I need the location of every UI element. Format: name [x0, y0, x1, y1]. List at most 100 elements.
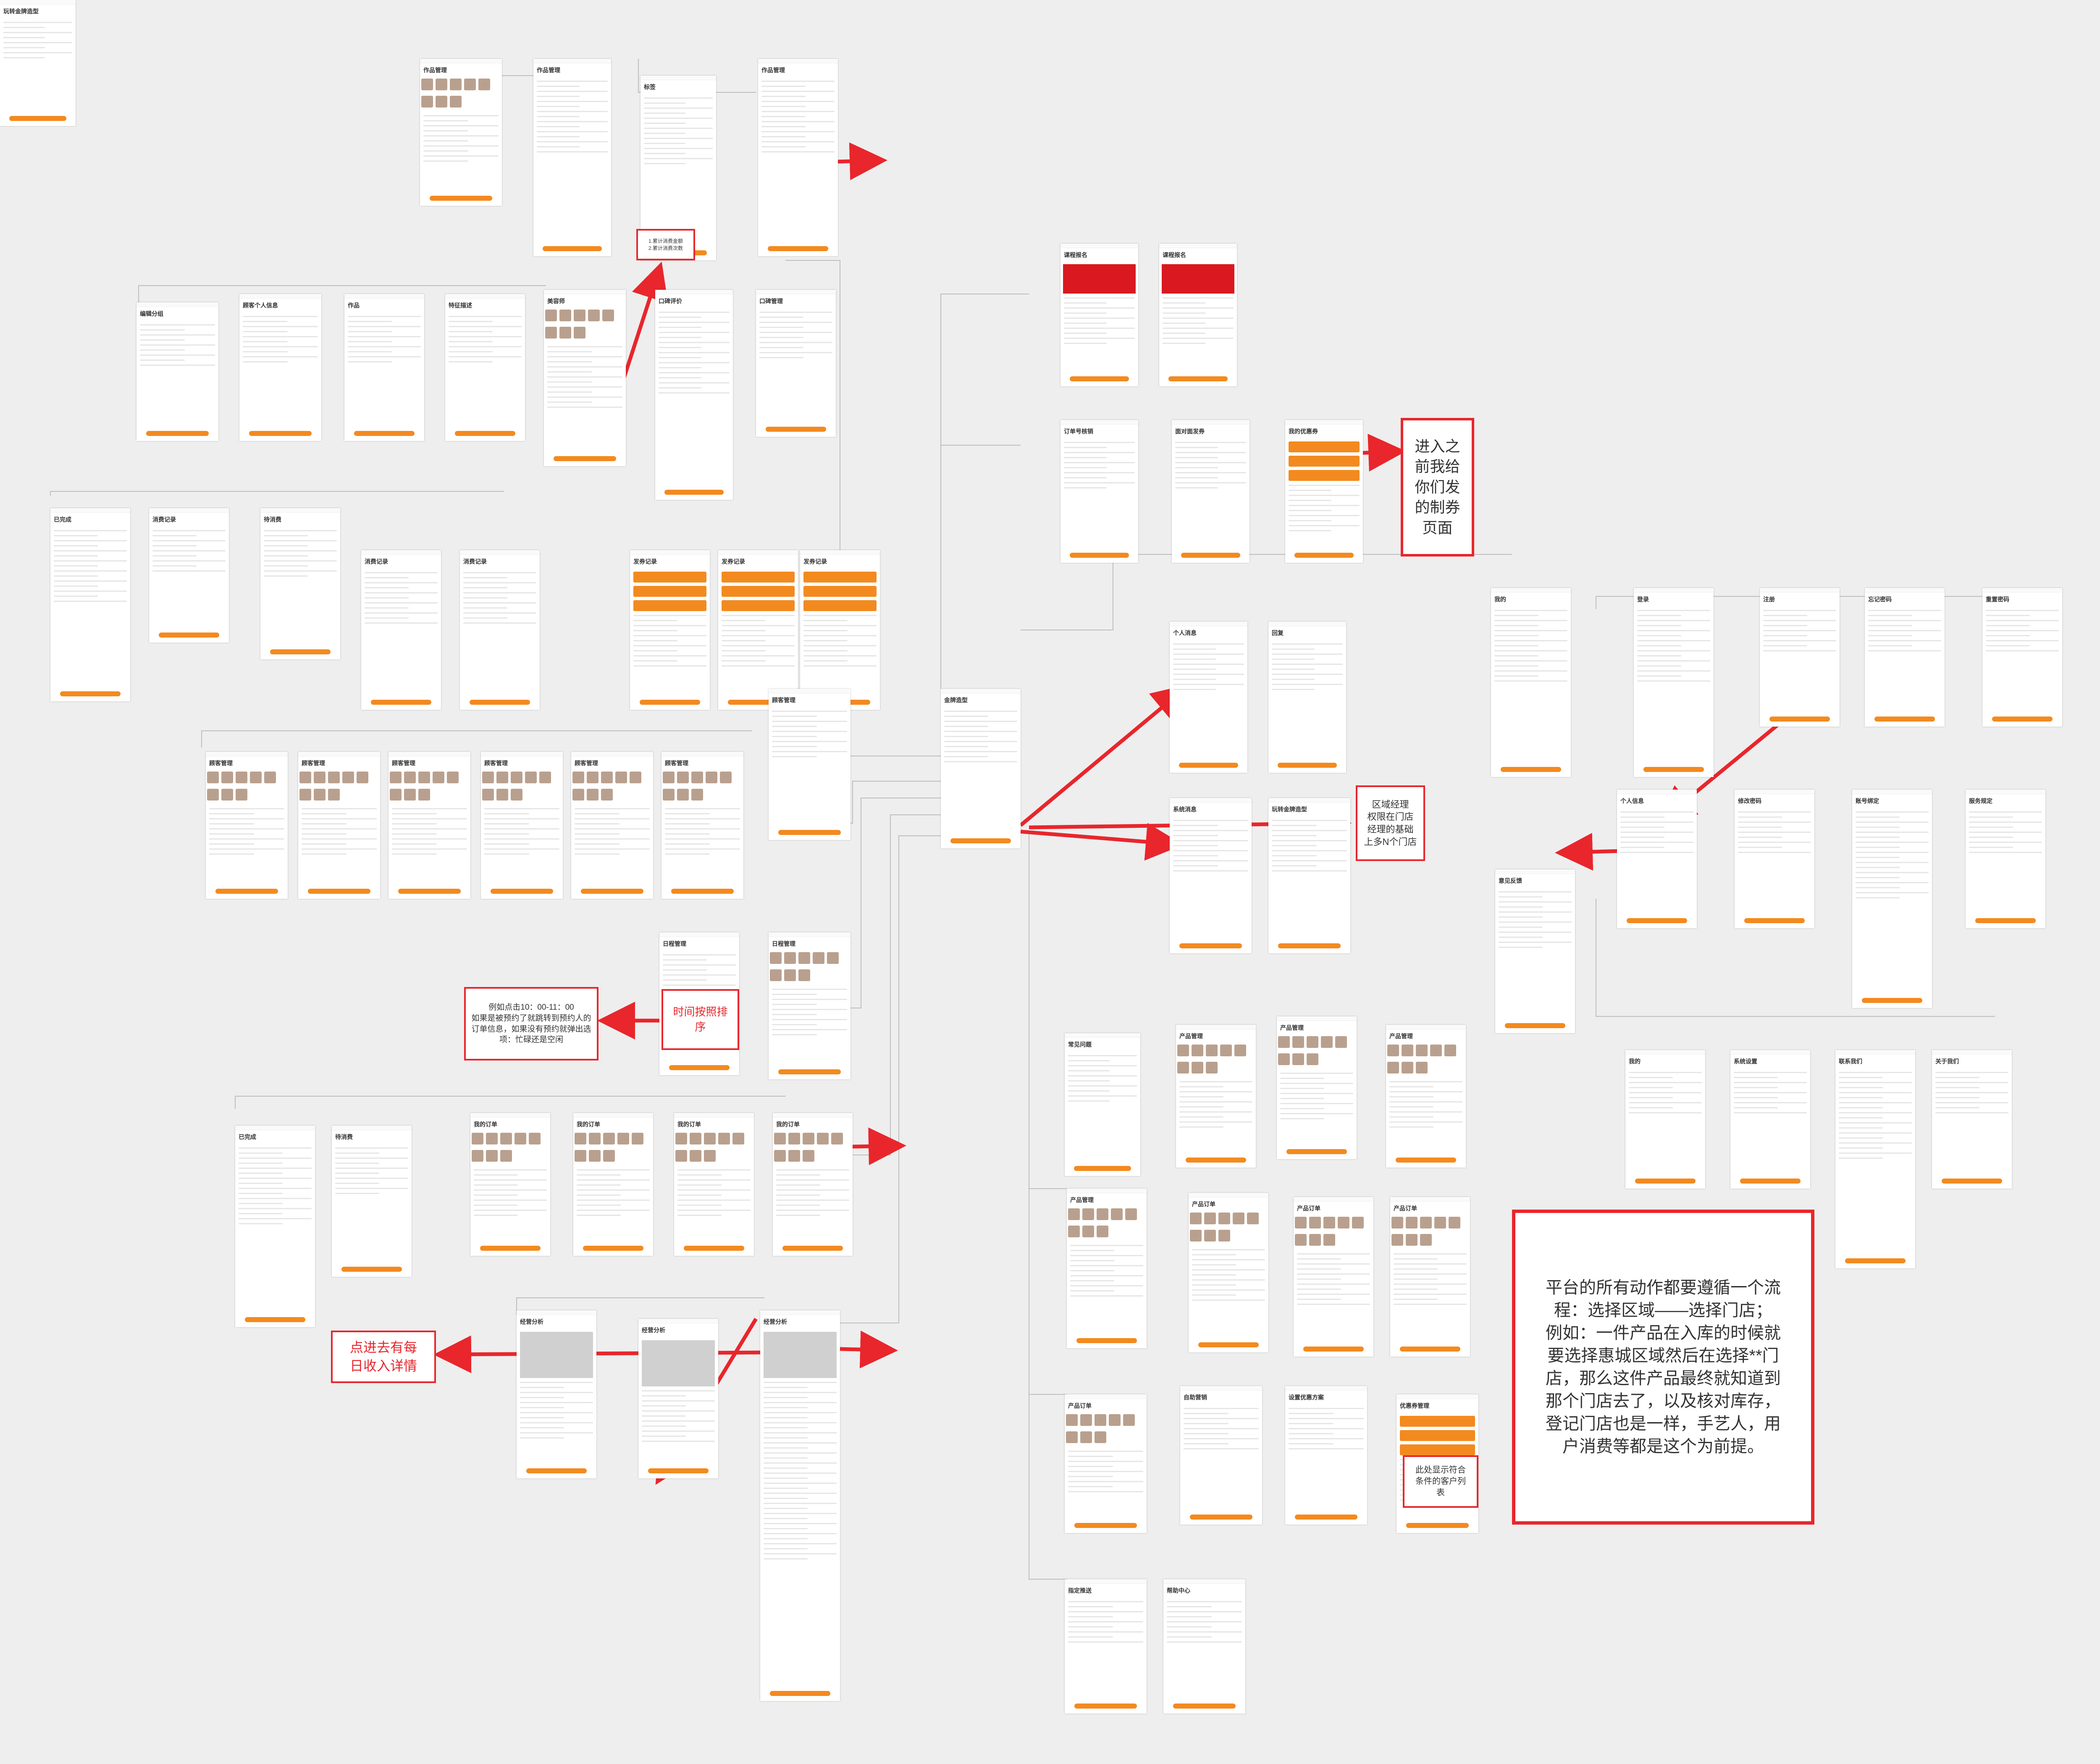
thumbnail[interactable]	[1416, 1045, 1428, 1056]
primary-button[interactable]	[554, 456, 616, 461]
thumbnail[interactable]	[589, 1150, 601, 1162]
thumbnail[interactable]	[1111, 1208, 1123, 1220]
thumbnail[interactable]	[677, 772, 689, 783]
coupon-card[interactable]	[722, 572, 795, 583]
thumbnail[interactable]	[1068, 1208, 1080, 1220]
primary-button[interactable]	[669, 1065, 730, 1070]
thumbnail[interactable]	[1204, 1213, 1216, 1224]
thumbnail[interactable]	[1323, 1217, 1335, 1228]
thumbnail[interactable]	[1402, 1062, 1413, 1074]
thumbnail[interactable]	[1233, 1213, 1244, 1224]
thumbnail[interactable]	[1066, 1414, 1078, 1426]
thumbnail[interactable]	[1420, 1217, 1432, 1228]
thumbnail[interactable]	[1080, 1414, 1092, 1426]
primary-button[interactable]	[1395, 1158, 1457, 1163]
thumbnail[interactable]	[1391, 1234, 1403, 1246]
thumbnail[interactable]	[299, 789, 311, 801]
primary-button[interactable]	[1198, 1342, 1259, 1347]
primary-button[interactable]	[1399, 1347, 1461, 1352]
thumbnail[interactable]	[1406, 1234, 1418, 1246]
thumbnail[interactable]	[342, 772, 354, 783]
primary-button[interactable]	[543, 246, 602, 251]
primary-button[interactable]	[1070, 376, 1129, 381]
thumbnail[interactable]	[545, 327, 557, 339]
primary-button[interactable]	[1874, 717, 1935, 722]
thumbnail[interactable]	[574, 327, 585, 339]
thumbnail[interactable]	[1278, 1053, 1290, 1065]
thumbnail[interactable]	[803, 1133, 814, 1144]
coupon-card[interactable]	[1289, 470, 1360, 481]
primary-button[interactable]	[1181, 553, 1240, 558]
primary-button[interactable]	[1744, 918, 1805, 923]
thumbnail[interactable]	[817, 1133, 829, 1144]
coupon-card[interactable]	[1289, 441, 1360, 452]
coupon-card[interactable]	[722, 600, 795, 611]
thumbnail[interactable]	[418, 789, 430, 801]
thumbnail[interactable]	[1082, 1208, 1094, 1220]
thumbnail[interactable]	[587, 772, 598, 783]
thumbnail[interactable]	[1220, 1045, 1232, 1056]
thumbnail[interactable]	[827, 952, 839, 964]
thumbnail[interactable]	[1338, 1217, 1349, 1228]
primary-button[interactable]	[430, 196, 492, 201]
thumbnail[interactable]	[615, 772, 627, 783]
primary-button[interactable]	[244, 1317, 306, 1322]
thumbnail[interactable]	[663, 789, 675, 801]
primary-button[interactable]	[1643, 767, 1704, 772]
thumbnail[interactable]	[511, 772, 522, 783]
thumbnail[interactable]	[1387, 1045, 1399, 1056]
thumbnail[interactable]	[1292, 1036, 1304, 1048]
primary-button[interactable]	[648, 1468, 709, 1473]
coupon-card[interactable]	[722, 586, 795, 597]
coupon-card[interactable]	[803, 586, 877, 597]
thumbnail[interactable]	[1125, 1208, 1137, 1220]
thumbnail[interactable]	[486, 1150, 498, 1162]
primary-button[interactable]	[1740, 1179, 1801, 1184]
primary-button[interactable]	[1294, 553, 1354, 558]
primary-button[interactable]	[1845, 1258, 1906, 1263]
thumbnail[interactable]	[1295, 1217, 1307, 1228]
coupon-card[interactable]	[633, 586, 706, 597]
thumbnail[interactable]	[404, 789, 416, 801]
primary-button[interactable]	[1173, 1704, 1236, 1709]
thumbnail[interactable]	[1080, 1431, 1092, 1443]
primary-button[interactable]	[1504, 1023, 1566, 1028]
thumbnail[interactable]	[221, 789, 233, 801]
primary-button[interactable]	[1070, 553, 1129, 558]
thumbnail[interactable]	[1066, 1431, 1078, 1443]
coupon-card[interactable]	[1289, 456, 1360, 467]
thumbnail[interactable]	[1307, 1053, 1318, 1065]
thumbnail[interactable]	[450, 79, 462, 90]
thumbnail[interactable]	[328, 772, 340, 783]
thumbnail[interactable]	[539, 772, 551, 783]
thumbnail[interactable]	[601, 789, 613, 801]
thumbnail[interactable]	[482, 789, 494, 801]
thumbnail[interactable]	[1406, 1217, 1418, 1228]
thumbnail[interactable]	[221, 772, 233, 783]
coupon-card[interactable]	[1400, 1444, 1475, 1455]
primary-button[interactable]	[1074, 1166, 1131, 1171]
primary-button[interactable]	[270, 649, 331, 654]
thumbnail[interactable]	[704, 1133, 716, 1144]
coupon-card[interactable]	[1400, 1416, 1475, 1427]
primary-button[interactable]	[1295, 1515, 1357, 1520]
thumbnail[interactable]	[421, 79, 433, 90]
thumbnail[interactable]	[1278, 1036, 1290, 1048]
thumbnail[interactable]	[1204, 1230, 1216, 1242]
thumbnail[interactable]	[572, 772, 584, 783]
thumbnail[interactable]	[1391, 1217, 1403, 1228]
thumbnail[interactable]	[447, 772, 459, 783]
primary-button[interactable]	[1074, 1523, 1137, 1528]
thumbnail[interactable]	[496, 772, 508, 783]
thumbnail[interactable]	[1387, 1062, 1399, 1074]
thumbnail[interactable]	[602, 310, 614, 321]
thumbnail[interactable]	[589, 1133, 601, 1144]
thumbnail[interactable]	[784, 952, 796, 964]
thumbnail[interactable]	[299, 772, 311, 783]
thumbnail[interactable]	[390, 789, 402, 801]
thumbnail[interactable]	[250, 772, 262, 783]
thumbnail[interactable]	[529, 1133, 541, 1144]
thumbnail[interactable]	[1234, 1045, 1246, 1056]
primary-button[interactable]	[215, 889, 278, 894]
thumbnail[interactable]	[1420, 1234, 1432, 1246]
